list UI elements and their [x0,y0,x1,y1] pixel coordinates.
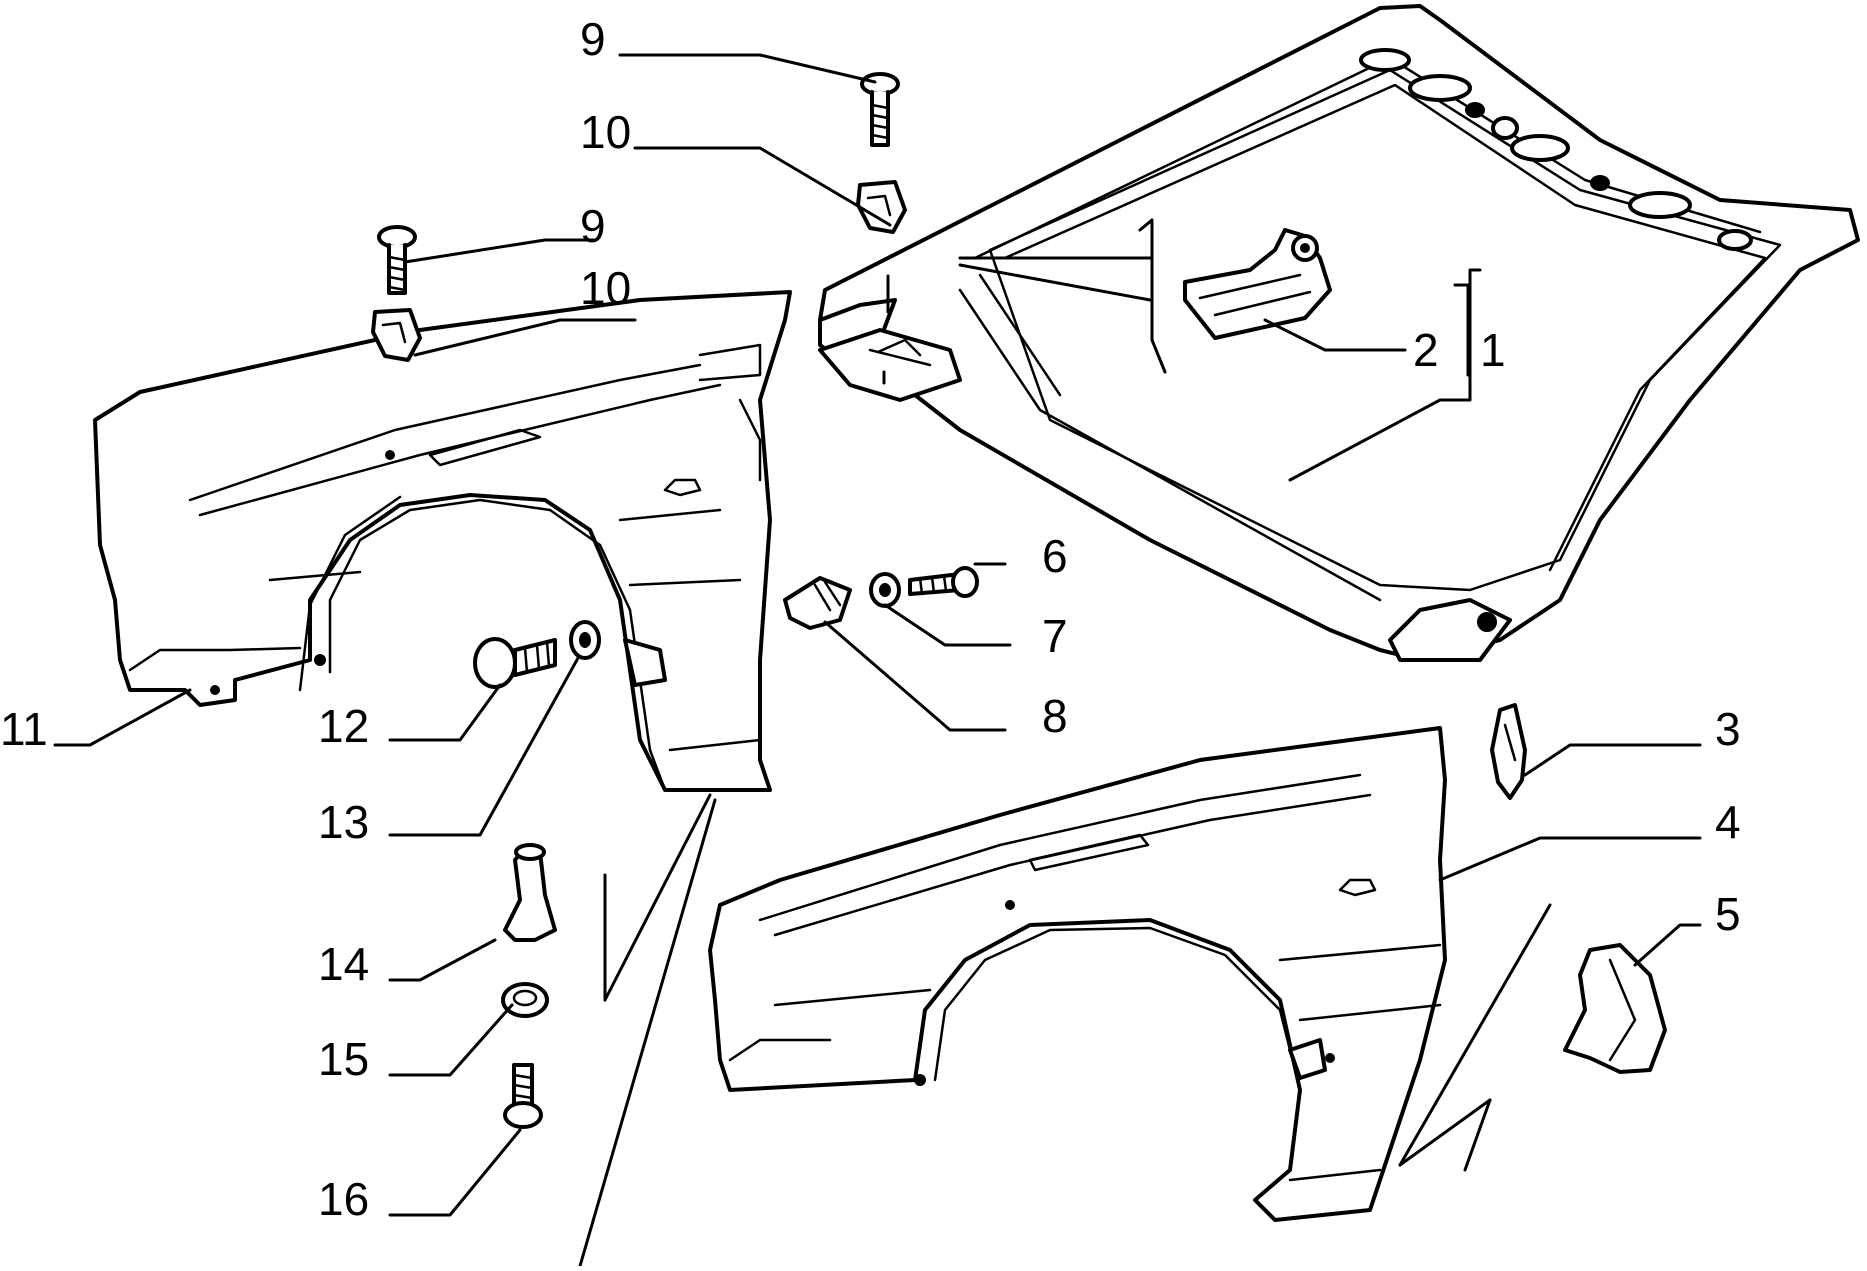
bolt-part-9b [377,225,417,295]
detail-indicator [1138,218,1167,374]
bolt-part-9a [860,72,900,147]
washer-part-7 [869,572,901,608]
clip-part-3 [1490,703,1527,800]
detail-indicator [958,263,1152,302]
callout-label: 7 [1042,610,1068,662]
callout-label: 2 [1413,324,1439,376]
callout-label: 11 [0,703,48,755]
group-bracket [1453,283,1470,377]
clip-nut-part-10b [371,308,422,362]
right-fender-part [708,726,1447,1222]
callout-label: 14 [318,938,369,990]
callout-label: 3 [1715,703,1741,755]
bolt-part-12 [473,637,557,689]
callout-label: 8 [1042,690,1068,742]
left-fender-part [93,290,792,792]
screw-part-16 [503,1063,543,1129]
windshield-frame-part [818,4,1860,662]
callout-label: 13 [318,796,369,848]
callout-label: 10 [580,262,631,314]
leader-lines [53,53,1702,1268]
screw-part-6 [908,566,979,598]
bracket-part-5 [1563,943,1667,1074]
washer-part-13 [569,620,601,660]
corner-bracket-part [818,274,962,402]
callout-label: 6 [1042,530,1068,582]
callout-label: 1 [1480,324,1506,376]
stud-part-14 [503,843,557,942]
callout-label: 4 [1715,796,1741,848]
callout-label: 10 [580,106,631,158]
callout-label: 5 [1715,888,1741,940]
grommet-part-15 [501,982,549,1018]
clip-nut-part-10a [856,180,907,234]
clip-part-8 [783,576,852,630]
hinge-bracket-part [1183,228,1332,340]
callout-label: 9 [580,200,606,252]
callout-label: 9 [580,13,606,65]
callout-label: 16 [318,1173,369,1225]
callout-label: 15 [318,1033,369,1085]
callout-label: 12 [318,700,369,752]
